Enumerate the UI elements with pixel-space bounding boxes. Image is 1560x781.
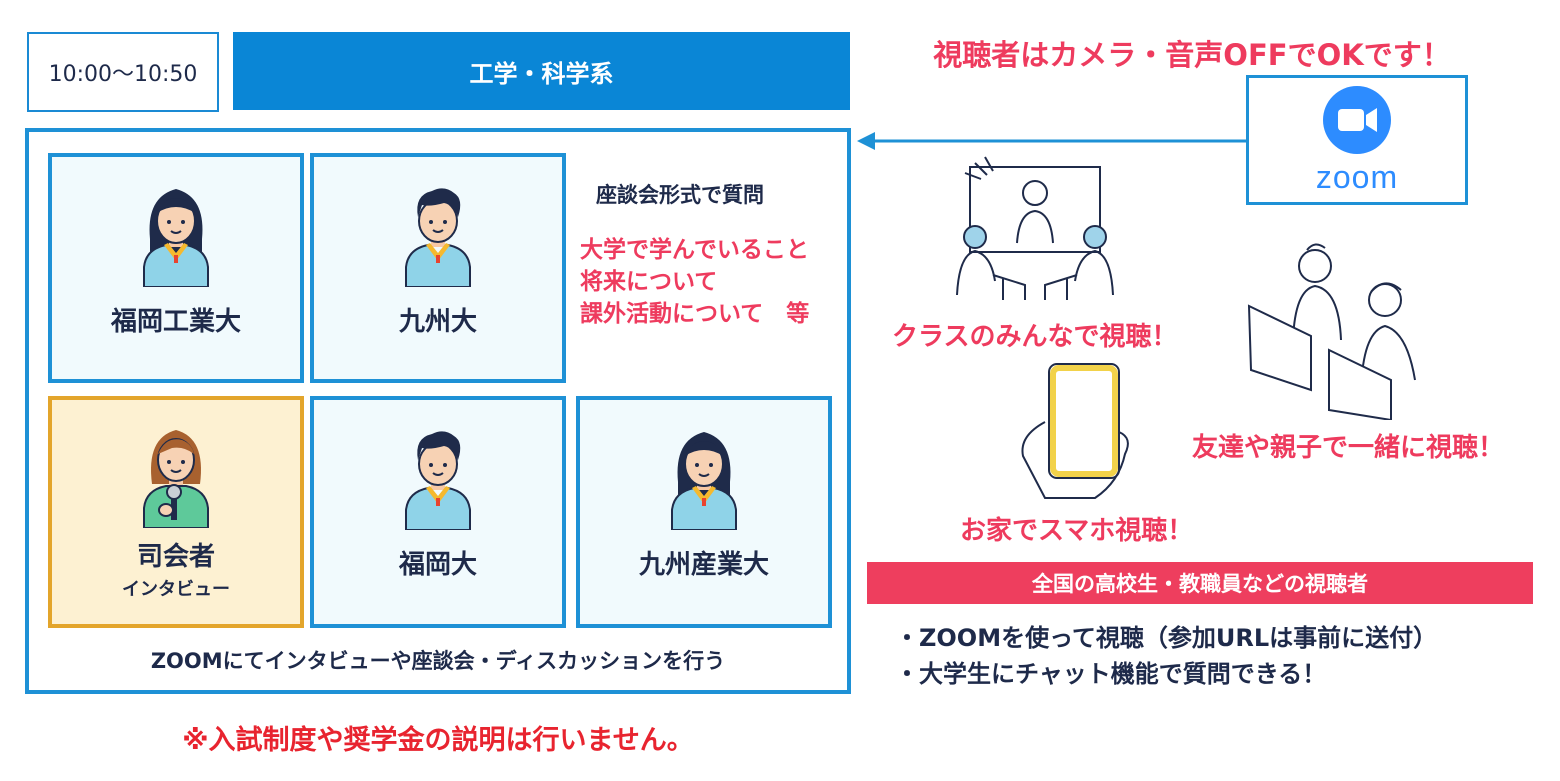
topic-item: 大学で学んでいること	[580, 237, 809, 263]
card-name: 九州大	[398, 307, 477, 337]
card-name: 福岡大	[398, 550, 477, 580]
panelist-card-kyushu: 九州大	[310, 153, 566, 383]
panel-frame	[25, 128, 851, 694]
girl-student-icon	[671, 432, 737, 530]
session-title: 工学・科学系	[233, 32, 850, 110]
discussion-heading: 座談会形式で質問	[596, 183, 764, 207]
card-name: 九州産業大	[638, 550, 769, 580]
bullet-item: ・ZOOMを使って視聴（参加URLは事前に送付）	[895, 624, 1438, 652]
boy-student-icon	[405, 431, 471, 530]
bullet-item: ・大学生にチャット機能で質問できる！	[895, 660, 1327, 688]
camera-note: 視聴者はカメラ・音声OFFでOKです！	[933, 38, 1451, 72]
viewers-bar: 全国の高校生・教職員などの視聴者	[867, 562, 1533, 604]
interviewer-icon	[143, 430, 209, 528]
panelist-card-fit: 福岡工業大	[48, 153, 304, 383]
zoom-logo-box: zoom	[1246, 75, 1468, 205]
notice-text: ※入試制度や奨学金の説明は行いません。	[182, 725, 694, 756]
zoom-camera-icon	[1323, 85, 1391, 154]
panelist-card-fukuoka: 福岡大	[310, 396, 566, 628]
card-name: 司会者	[136, 542, 215, 572]
smartphone-illustration	[1021, 363, 1129, 499]
host-card: 司会者 インタビュー	[48, 396, 304, 628]
arrow-left-icon	[857, 132, 1247, 150]
friends-view-label: 友達や親子で一緒に視聴！	[1192, 433, 1505, 463]
card-subtitle: インタビュー	[122, 579, 230, 600]
topic-item: 将来について	[580, 269, 718, 295]
boy-student-icon	[405, 188, 471, 287]
girl-student-icon	[143, 189, 209, 287]
card-name: 福岡工業大	[110, 307, 241, 337]
zoom-wordmark: zoom	[1315, 158, 1399, 195]
time-slot: 10:00〜10:50	[27, 32, 219, 112]
classroom-illustration	[956, 156, 1114, 300]
laptops-illustration	[1247, 243, 1416, 420]
class-view-label: クラスのみんなで視聴！	[892, 322, 1178, 352]
zoom-caption: ZOOMにてインタビューや座談会・ディスカッションを行う	[150, 649, 726, 673]
panelist-card-kyusan: 九州産業大	[576, 396, 832, 628]
topic-item: 課外活動について 等	[580, 301, 810, 327]
home-view-label: お家でスマホ視聴！	[960, 516, 1194, 546]
